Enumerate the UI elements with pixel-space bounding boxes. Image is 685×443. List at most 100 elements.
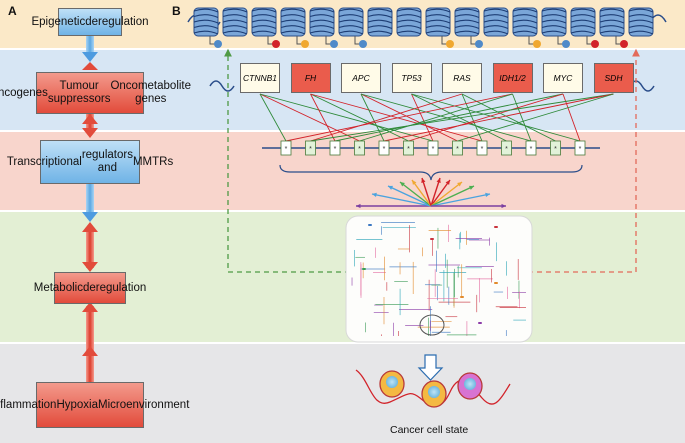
box-line: Metabolic	[33, 281, 83, 294]
map-label-pill	[494, 282, 498, 284]
svg-text:*: *	[530, 146, 533, 153]
box-line: Inflammation	[0, 398, 57, 411]
regulation-link	[461, 93, 483, 142]
nucleosome-icon	[512, 7, 538, 37]
histone-mark-icon	[325, 36, 338, 48]
histone-mark-icon	[528, 36, 541, 48]
regulation-link	[310, 93, 409, 142]
regulator-brace	[279, 164, 583, 181]
svg-text:*: *	[481, 146, 484, 153]
gene-box: MYC	[543, 63, 583, 93]
regulator-icon: *	[378, 140, 390, 156]
regulation-link	[259, 93, 434, 142]
histone-mark-icon	[615, 36, 628, 48]
regulation-link	[512, 93, 532, 142]
fan-arrow	[430, 185, 475, 207]
box-line: Oncometabolite genes	[110, 80, 192, 105]
regulation-link	[461, 93, 556, 142]
gene-box: SDH	[593, 63, 634, 93]
svg-text:*: *	[456, 146, 459, 153]
nucleosome-icon	[541, 7, 567, 37]
regulation-link	[285, 93, 513, 142]
regulator-icon: *	[501, 140, 512, 156]
svg-text:*: *	[334, 146, 337, 153]
box-line: Tumour suppressors	[47, 80, 111, 105]
epigenetic-box: Epigenetic deregulation	[31, 8, 149, 36]
microenvironment-box: Inflammation Hypoxia Microenvironment	[0, 382, 189, 428]
nucleosome-icon	[628, 7, 654, 37]
gene-box: APC	[341, 63, 381, 93]
cancer-cell-state-caption: Cancer cell state	[390, 424, 469, 436]
map-label-pill	[430, 238, 434, 240]
map-label-pill	[362, 268, 366, 270]
histone-mark-icon	[470, 36, 483, 48]
oncogenes-box: Oncogenes Tumour suppressors Oncometabol…	[0, 72, 191, 114]
histone-mark-icon	[586, 36, 599, 48]
regulation-link	[259, 93, 360, 142]
regulation-link	[310, 93, 614, 142]
metabolic-map	[345, 215, 533, 343]
nucleosome-icon	[367, 7, 393, 37]
svg-text:*: *	[579, 146, 582, 153]
panel-b-label: B	[172, 4, 181, 18]
box-line: MMTRs	[132, 155, 174, 168]
regulator-icon: *	[329, 140, 341, 156]
nucleosome-icon	[338, 7, 364, 37]
regulation-link	[359, 93, 513, 142]
box-line: Hypoxia	[56, 398, 98, 411]
histone-mark-icon	[354, 36, 367, 48]
box-line: Transcriptional	[6, 155, 82, 168]
fan-arrow	[430, 177, 441, 207]
map-label-pill	[368, 224, 372, 226]
down-arrow-icon	[417, 354, 444, 381]
svg-text:*: *	[383, 146, 386, 153]
nucleosome-icon	[251, 7, 277, 37]
map-label-pill	[478, 322, 482, 324]
box-line: regulators and	[81, 149, 133, 174]
regulation-link	[411, 93, 581, 142]
svg-text:*: *	[309, 146, 312, 153]
nucleosome-icon	[309, 7, 335, 37]
map-label-pill	[460, 296, 464, 298]
dna-strand-genes	[209, 80, 655, 92]
fan-arrow	[430, 181, 463, 207]
regulator-icon: *	[476, 140, 488, 156]
gene-box: TP53	[391, 63, 432, 93]
box-line: Microenvironment	[98, 398, 190, 411]
regulation-link	[310, 93, 483, 142]
nucleosome-icon	[425, 7, 451, 37]
regulation-link	[383, 93, 614, 142]
nucleosome-icon	[570, 7, 596, 37]
histone-mark-icon	[441, 36, 454, 48]
nucleosome-icon	[483, 7, 509, 37]
svg-text:*: *	[285, 146, 288, 153]
nucleosome-icon	[599, 7, 625, 37]
regulation-link	[310, 93, 336, 142]
gene-box: CTNNB1	[240, 63, 280, 93]
regulator-icon: *	[550, 140, 561, 156]
regulation-link	[360, 93, 532, 142]
regulation-link	[310, 93, 463, 142]
regulator-icon: *	[354, 140, 365, 156]
svg-text:*: *	[358, 146, 361, 153]
gene-box: IDH1/2	[492, 63, 533, 93]
nucleosome-icon	[396, 7, 422, 37]
gene-box: RAS	[442, 63, 482, 93]
nucleosome-icon	[193, 7, 219, 37]
regulation-link	[408, 93, 564, 142]
regulator-icon: *	[427, 140, 439, 156]
fan-arrow	[399, 181, 432, 207]
feedback-arrow-red	[510, 48, 640, 273]
fan-arrow	[411, 179, 432, 207]
svg-text:*: *	[505, 146, 508, 153]
regulator-icon: *	[305, 140, 316, 156]
map-label-pill	[494, 226, 498, 228]
transcriptional-box: Transcriptional regulators and MMTRs	[7, 140, 173, 184]
box-line: Epigenetic	[31, 15, 86, 28]
fan-arrow	[430, 193, 491, 207]
gene-box: FH	[290, 63, 331, 93]
nucleosome-icon	[280, 7, 306, 37]
regulator-icon: *	[280, 140, 292, 156]
panel-a-label: A	[8, 4, 17, 18]
